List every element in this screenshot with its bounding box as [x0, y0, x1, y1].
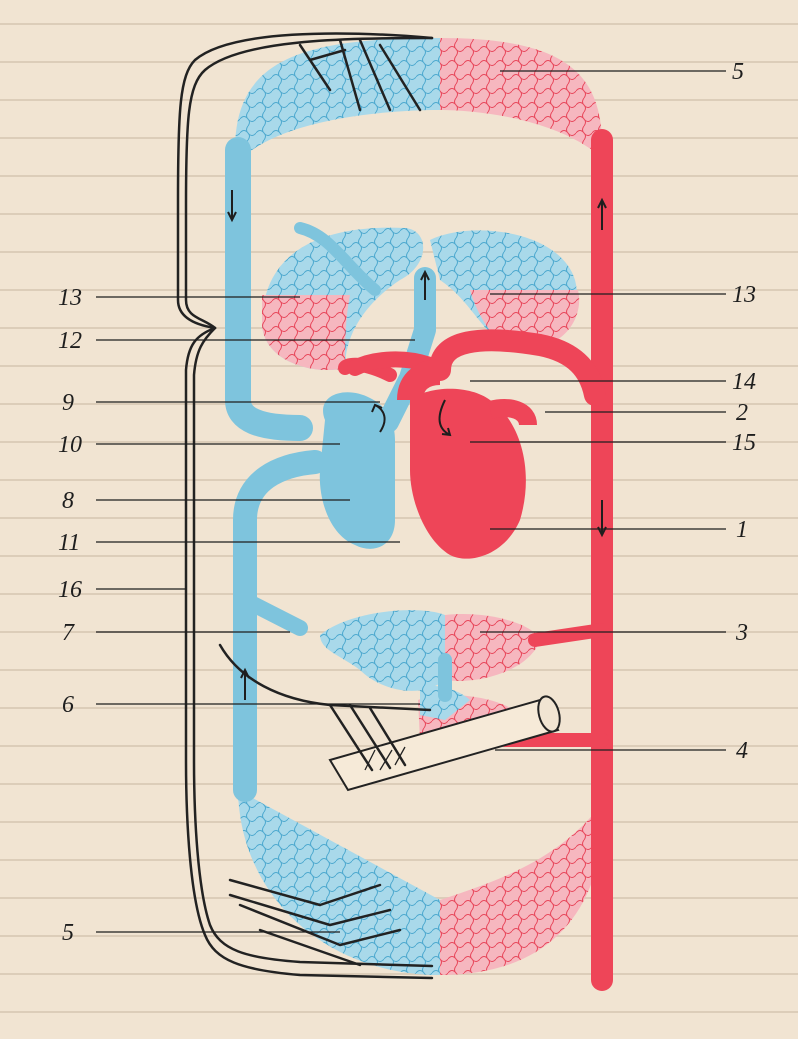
label-9: 9 [62, 390, 74, 416]
label-13-left: 13 [58, 285, 82, 311]
label-13-right: 13 [732, 282, 756, 308]
label-15: 15 [732, 430, 756, 456]
label-12: 12 [58, 328, 82, 354]
label-11: 11 [58, 530, 80, 556]
labels: 5 13 13 12 14 9 2 10 15 8 1 11 16 7 3 6 … [58, 59, 756, 946]
background-page-texture [0, 24, 798, 1012]
label-16: 16 [58, 577, 82, 603]
label-3: 3 [735, 620, 748, 646]
label-5-bottom: 5 [62, 920, 74, 946]
label-14: 14 [732, 369, 756, 395]
lower-body-capillary-bed [238, 790, 605, 975]
upper-body-capillary-bed [235, 38, 602, 160]
label-2: 2 [736, 400, 748, 426]
label-1: 1 [736, 517, 748, 543]
label-7: 7 [62, 620, 75, 646]
leader-lines [96, 71, 726, 932]
label-8: 8 [62, 488, 74, 514]
heart [320, 372, 528, 559]
label-10: 10 [58, 432, 82, 458]
label-4: 4 [736, 738, 748, 764]
label-6: 6 [62, 692, 74, 718]
label-5-top: 5 [732, 59, 744, 85]
